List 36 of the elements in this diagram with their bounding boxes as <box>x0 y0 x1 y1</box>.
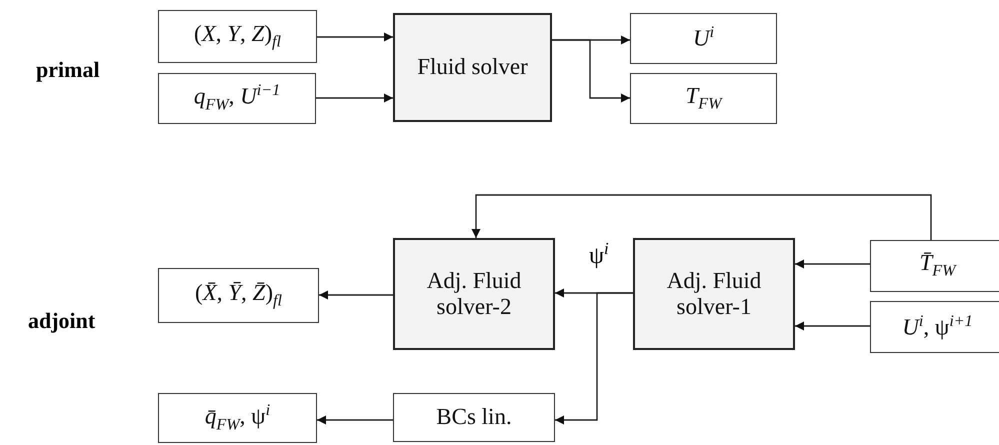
variable-label: T̄$_{FW}$ <box>919 250 956 282</box>
arrow <box>555 292 633 424</box>
variable-label: q̄$_{FW}$, ψ$^{i}$ <box>204 402 270 434</box>
data-box <box>158 73 316 124</box>
arrow <box>316 94 393 102</box>
process-label: Fluid solver <box>417 54 528 81</box>
arrow <box>795 260 870 268</box>
arrow <box>552 39 630 102</box>
data-box <box>630 13 777 64</box>
arrow <box>795 322 870 330</box>
arrow <box>317 32 393 42</box>
section-label: adjoint <box>28 308 96 334</box>
variable-label: BCs lin. <box>436 404 512 431</box>
variable-label: U$^{i}$, ψ$^{i+1}$ <box>902 312 973 342</box>
data-box <box>393 393 555 442</box>
data-box <box>158 393 317 443</box>
variable-label: U$^{i}$ <box>692 24 714 53</box>
data-box <box>158 10 317 63</box>
process-label: Adj. Fluid solver-2 <box>426 268 522 320</box>
process-label: Adj. Fluid solver-1 <box>666 268 762 320</box>
variable-label: q$_{FW}$, U$^{i−1}$ <box>194 82 280 115</box>
solver-box <box>393 238 555 350</box>
arrow <box>472 194 932 240</box>
edge-label: ψ$^{i}$ <box>588 240 610 270</box>
solver-box <box>633 238 795 350</box>
data-box <box>870 240 999 292</box>
data-box <box>158 268 319 323</box>
solver-box <box>393 13 552 122</box>
data-box <box>630 73 777 124</box>
arrow <box>317 416 393 424</box>
variable-label: (X̄, Ȳ, Z̄)$_{fl}$ <box>195 280 282 312</box>
arrow <box>319 290 393 300</box>
section-label: primal <box>36 57 100 83</box>
variable-label: (X, Y, Z)$_{fl}$ <box>194 20 281 52</box>
data-box <box>870 301 999 353</box>
variable-label: T$_{FW}$ <box>685 82 722 114</box>
